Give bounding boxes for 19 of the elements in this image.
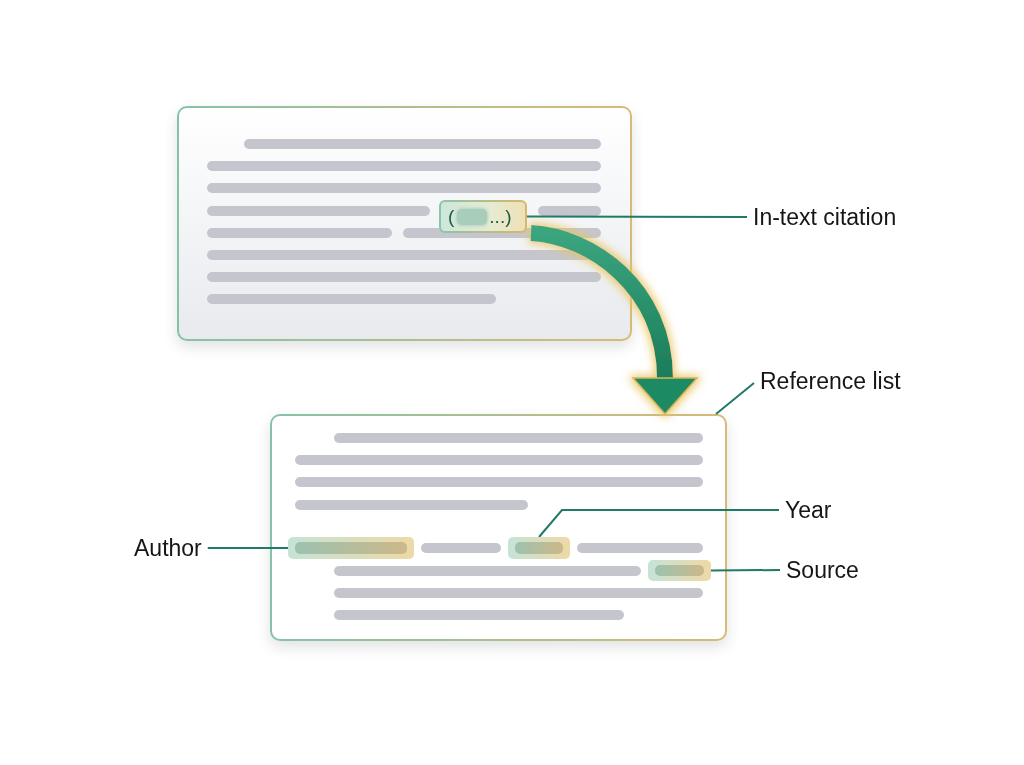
document-card bbox=[270, 414, 727, 641]
leader-line bbox=[710, 569, 781, 572]
callout-label: Year bbox=[779, 496, 838, 524]
highlighted-text-bar bbox=[648, 560, 711, 581]
highlighted-text-bar bbox=[288, 537, 414, 559]
leader-line bbox=[206, 547, 289, 549]
document-card bbox=[177, 106, 632, 341]
leader-line bbox=[715, 382, 755, 415]
callout-label: In-text citation bbox=[747, 203, 903, 231]
leader-line bbox=[526, 215, 748, 218]
highlighted-text-bar bbox=[508, 537, 570, 559]
citation-highlight bbox=[439, 200, 527, 233]
callout-label: Author bbox=[128, 534, 208, 562]
callout-label: Source bbox=[780, 556, 865, 584]
citation-text: ( bbox=[448, 205, 455, 228]
citation-text: ...) bbox=[489, 205, 512, 228]
callout-label: Reference list bbox=[754, 367, 907, 395]
curved-arrow bbox=[530, 225, 698, 415]
leader-line bbox=[538, 509, 780, 538]
